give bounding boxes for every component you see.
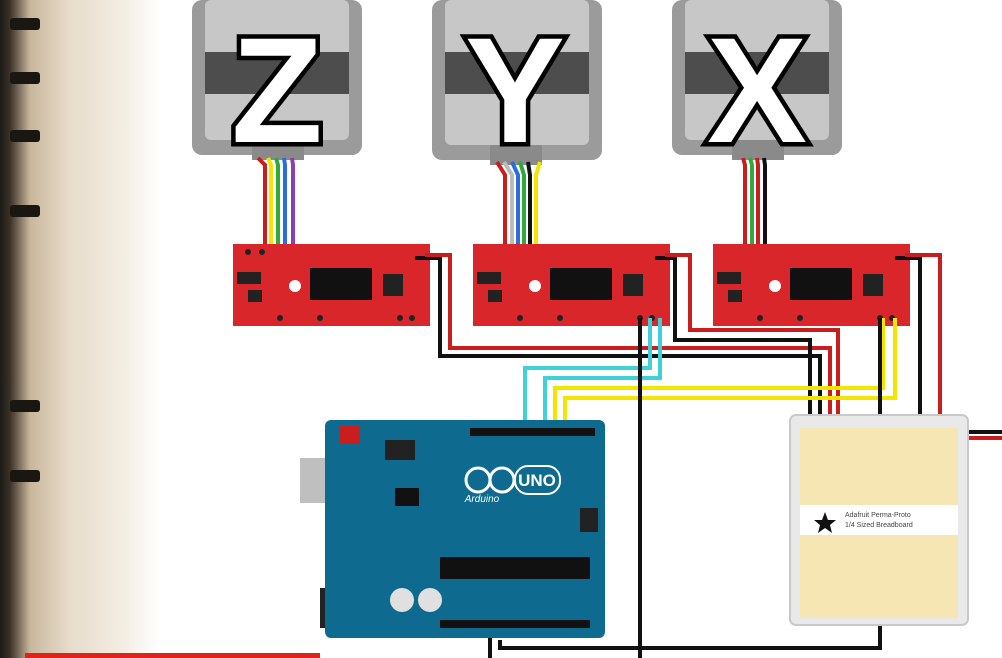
stepper-driver-2 (473, 244, 670, 326)
breadboard-label-line1: Adafruit Perma-Proto (845, 512, 911, 519)
video-progress-fill (25, 653, 320, 658)
stepper-motor-z (192, 0, 362, 160)
video-progress-bar[interactable] (25, 653, 320, 658)
breadboard-label-line2: 1/4 Sized Breadboard (845, 522, 913, 529)
stepper-driver-1 (233, 244, 430, 326)
stepper-driver-3 (713, 244, 910, 326)
arduino-logo-text: UNO (518, 471, 556, 490)
arduino-uno-board (300, 420, 605, 638)
stepper-motor-x (672, 0, 842, 160)
motor-label-z: Z (231, 6, 323, 174)
motor-wires-x (741, 157, 767, 255)
motor-wires-y (495, 160, 542, 255)
breadboard (789, 414, 969, 626)
cardboard-edge (0, 0, 160, 658)
motor-label-y: Y (465, 6, 565, 174)
arduino-brand-text: Arduino (464, 494, 500, 505)
motor-label-x: X (707, 6, 807, 174)
motor-wires-z (256, 156, 295, 255)
stepper-motor-y (432, 0, 602, 165)
power-wires (415, 253, 1002, 442)
